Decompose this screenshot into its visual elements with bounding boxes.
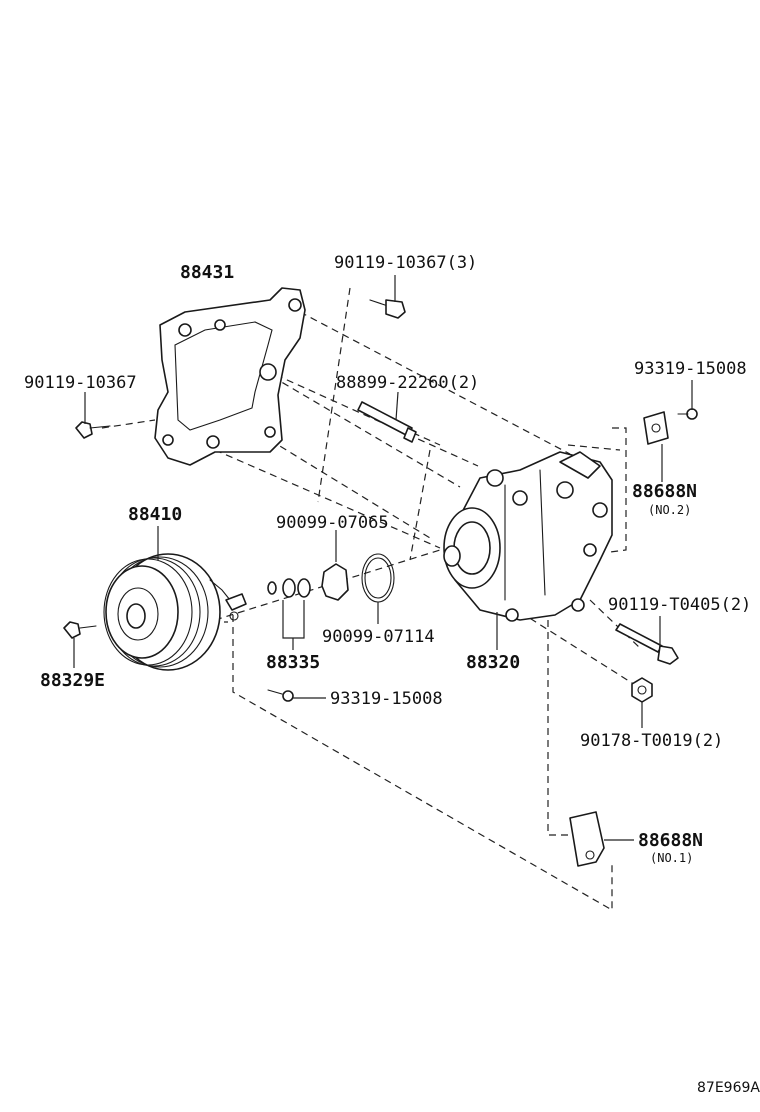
label-bracket-no1-note: (NO.1) xyxy=(650,851,693,865)
label-ring-b: 90099-07114 xyxy=(322,627,435,647)
label-bracket-no2: 88688N xyxy=(632,481,697,502)
label-bracket: 88431 xyxy=(180,262,234,283)
compressor-bracket xyxy=(154,287,306,466)
label-ring-a: 90099-07065 xyxy=(276,513,389,533)
magnetic-clutch xyxy=(103,526,247,671)
label-compressor: 88320 xyxy=(466,652,520,673)
label-nut: 90178-T0019(2) xyxy=(580,731,723,751)
label-shim: 88335 xyxy=(266,652,320,673)
label-bolt-top: 90119-10367(3) xyxy=(334,253,477,273)
label-stud: 88899-22260(2) xyxy=(336,373,479,393)
diagram-reference-id: 87E969A xyxy=(697,1080,760,1096)
bracket-no1 xyxy=(569,811,634,867)
label-clutch: 88410 xyxy=(128,504,182,525)
shims xyxy=(267,578,311,650)
stud xyxy=(357,391,417,443)
bolt-long xyxy=(615,616,679,665)
label-bolt-long: 90119-T0405(2) xyxy=(608,595,751,615)
label-bracket-no1: 88688N xyxy=(638,830,703,851)
screw-bottom xyxy=(267,689,326,702)
compressor xyxy=(443,451,613,650)
bracket-no2 xyxy=(643,411,669,482)
part-labels: 88431 90119-10367(3) 90119-10367 88899-2… xyxy=(24,253,760,1096)
nut xyxy=(631,677,653,728)
label-screw-top-right: 93319-15008 xyxy=(634,359,747,379)
label-bolt-left: 90119-10367 xyxy=(24,373,137,393)
snap-ring-a xyxy=(321,530,349,601)
label-clutch-bolt: 88329E xyxy=(40,670,105,691)
bolt-left xyxy=(75,392,111,439)
label-bracket-no2-note: (NO.2) xyxy=(648,503,691,517)
bolt-top xyxy=(369,275,406,319)
ring-b xyxy=(361,553,395,624)
label-screw-bottom: 93319-15008 xyxy=(330,689,443,709)
clutch-bolt xyxy=(63,621,97,668)
alignment-lines xyxy=(101,287,641,912)
screw-top-right xyxy=(677,380,698,420)
